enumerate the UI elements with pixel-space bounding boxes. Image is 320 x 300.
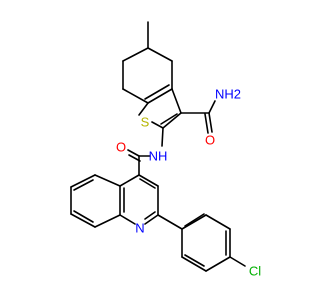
- bonds: [70, 21, 246, 272]
- bond: [127, 149, 140, 157]
- bond: [157, 214, 183, 230]
- quinoline-nitrogen-label: N: [135, 221, 144, 236]
- carbonyl-oxygen-label: O: [116, 140, 126, 155]
- chlorine-atom-label: Cl: [249, 264, 261, 279]
- bond: [70, 213, 96, 228]
- atom-labels: S NH NH2 O O N Cl: [116, 87, 261, 279]
- bond: [205, 256, 231, 272]
- bond: [229, 256, 246, 267]
- bond: [94, 214, 121, 228]
- bond: [144, 84, 170, 100]
- bond: [128, 154, 141, 162]
- bond: [181, 214, 207, 230]
- bond: [139, 178, 156, 189]
- bond: [144, 211, 156, 220]
- bond: [94, 174, 121, 187]
- bond: [144, 214, 159, 225]
- bond: [184, 213, 205, 227]
- bond: [181, 256, 207, 272]
- structure-svg: S NH NH2 O O N Cl: [70, 21, 261, 279]
- carbonyl-oxygen-label: O: [205, 133, 215, 148]
- bond: [147, 47, 173, 62]
- bond: [162, 112, 182, 129]
- bond: [147, 88, 173, 104]
- bond: [122, 47, 149, 62]
- bond: [138, 174, 159, 187]
- bond: [205, 214, 231, 230]
- bond: [119, 214, 136, 225]
- bond: [119, 174, 140, 187]
- bond: [73, 179, 94, 191]
- bond: [122, 88, 149, 104]
- bond: [208, 100, 216, 114]
- bond: [171, 88, 182, 114]
- molecule-diagram: S NH NH2 O O N Cl: [70, 21, 262, 279]
- bond: [70, 174, 96, 188]
- bond: [161, 127, 164, 147]
- bond: [73, 210, 94, 223]
- bond: [184, 254, 205, 267]
- sulfur-atom-label: S: [141, 115, 150, 130]
- bond: [138, 102, 149, 116]
- amine-nitrogen-label: NH2: [215, 87, 241, 102]
- amide-nitrogen-label: NH: [149, 149, 168, 164]
- bond: [151, 121, 164, 129]
- bond: [208, 112, 213, 133]
- bond: [160, 113, 178, 125]
- bond: [204, 113, 209, 134]
